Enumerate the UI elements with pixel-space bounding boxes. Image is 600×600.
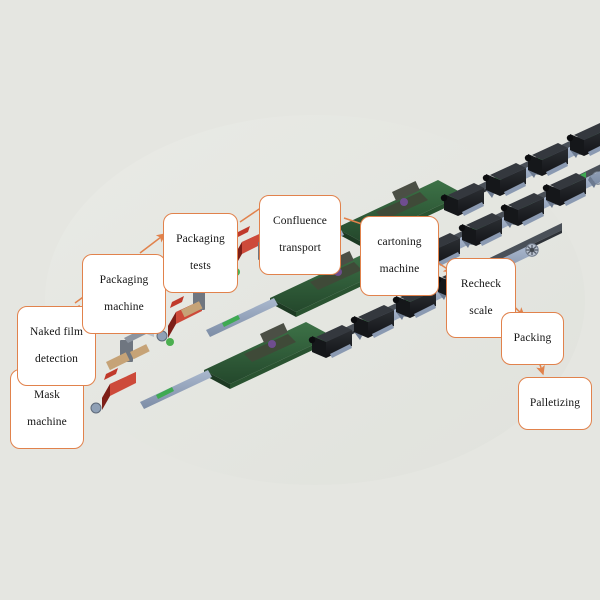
- label-packaging-tests[interactable]: Packaging tests: [163, 213, 238, 293]
- label-line-1: cartoning: [377, 235, 422, 248]
- label-line-1: Confluence: [272, 214, 327, 227]
- label-line-2: detection: [34, 352, 79, 365]
- label-line-2: machine: [379, 262, 420, 275]
- label-line-2: machine: [27, 415, 67, 428]
- label-line-1: Recheck: [460, 277, 502, 290]
- label-line-2: transport: [279, 241, 321, 254]
- label-line-1: Packing: [513, 331, 552, 344]
- label-line-2: scale: [469, 304, 493, 317]
- label-line-1: Naked film: [29, 325, 84, 338]
- label-packing[interactable]: Packing: [501, 312, 564, 365]
- label-line-1: Packaging: [99, 273, 149, 286]
- label-line-2: tests: [190, 259, 211, 272]
- production-line-3: [90, 223, 562, 414]
- label-cartoning-machine[interactable]: cartoning machine: [360, 216, 439, 296]
- label-palletizing[interactable]: Palletizing: [518, 377, 592, 430]
- label-line-1: Mask: [34, 388, 60, 401]
- label-packaging-machine[interactable]: Packaging machine: [82, 254, 166, 334]
- label-confluence-transport[interactable]: Confluence transport: [259, 195, 341, 275]
- label-line-1: Packaging: [176, 232, 225, 245]
- label-line-2: machine: [104, 300, 144, 313]
- label-line-1: Palletizing: [529, 396, 581, 409]
